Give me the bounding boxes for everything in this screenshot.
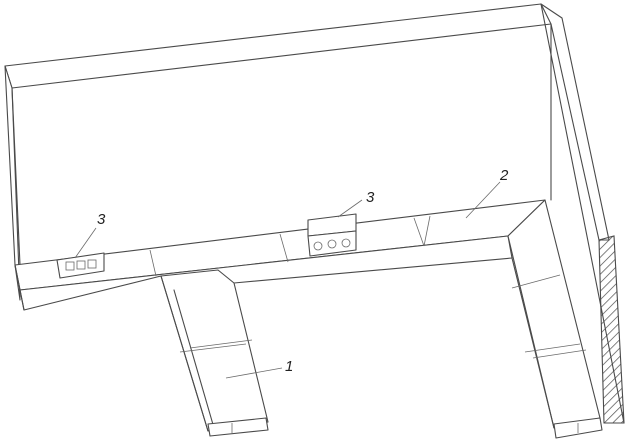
label-wall-trunking: 2 — [499, 167, 509, 184]
label-socket-box-center: 3 — [366, 189, 375, 206]
socket-box-center — [307, 213, 357, 257]
socket-box-left — [56, 252, 105, 279]
wall-hatching — [598, 235, 625, 424]
duct-branch-right — [507, 199, 603, 439]
label-socket-box-left: 3 — [97, 211, 106, 228]
label-duct: 1 — [285, 358, 293, 375]
leader-lines — [74, 181, 501, 379]
duct-branch-left — [160, 269, 269, 437]
